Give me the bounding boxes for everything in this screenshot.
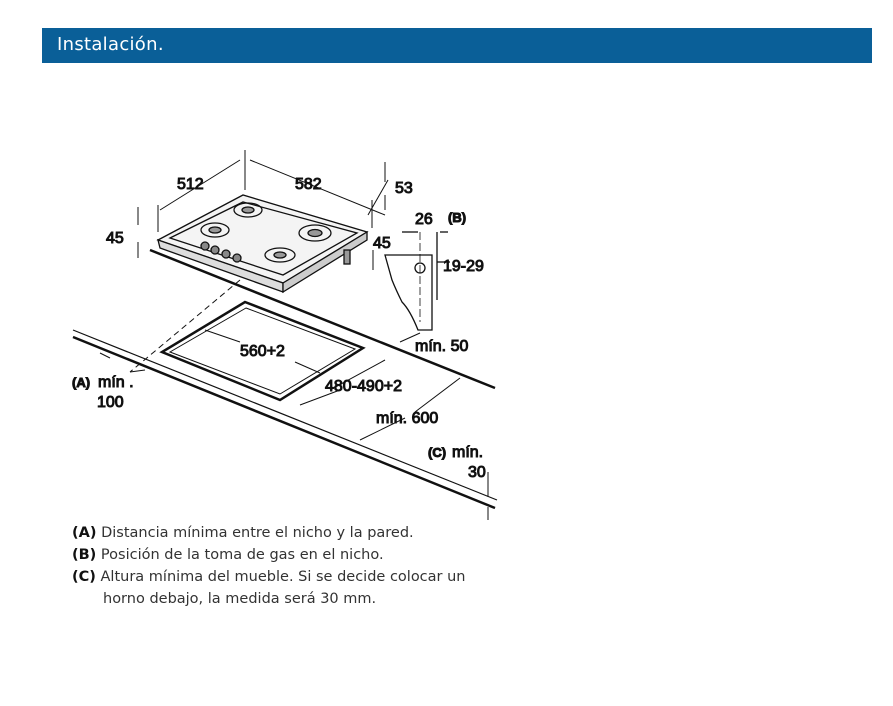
dim-45-left: 45 xyxy=(106,230,124,247)
caption-b: (B) Posición de la toma de gas en el nic… xyxy=(72,544,384,566)
dim-min-50: mín. 50 xyxy=(415,338,468,355)
caption-key: (C) xyxy=(72,569,96,585)
gas-connection-detail xyxy=(384,231,450,331)
countertop xyxy=(72,248,498,510)
dim-480-490: 480-490+2 xyxy=(325,378,402,395)
caption-text: Altura mínima del mueble. Si se decide c… xyxy=(100,569,466,585)
label-b: (B) xyxy=(448,210,466,225)
dim-a-100: 100 xyxy=(97,394,124,411)
caption-text-cont: horno debajo, la medida será 30 mm. xyxy=(103,591,377,607)
dim-min-600: mín. 600 xyxy=(376,410,438,427)
label-c: (C) xyxy=(428,445,446,460)
dim-a-min: mín . xyxy=(98,374,134,391)
dim-45-right: 45 xyxy=(373,235,391,252)
cutout xyxy=(129,279,366,402)
caption-text: Posición de la toma de gas en el nicho. xyxy=(100,547,384,563)
dim-c-min: mín. xyxy=(452,444,483,461)
section-header: Instalación. xyxy=(42,28,872,63)
caption-c: (C) Altura mínima del mueble. Si se deci… xyxy=(72,566,466,610)
dim-19-29: 19-29 xyxy=(443,258,484,275)
label-a: (A) xyxy=(72,375,90,390)
dim-582: 582 xyxy=(295,176,322,193)
dim-26: 26 xyxy=(415,211,433,228)
section-title: Instalación. xyxy=(57,34,164,55)
dim-c-30: 30 xyxy=(468,464,486,481)
caption-a: (A) Distancia mínima entre el nicho y la… xyxy=(72,522,414,544)
dimension-lines xyxy=(99,150,489,520)
caption-text: Distancia mínima entre el nicho y la par… xyxy=(101,525,414,541)
dim-512: 512 xyxy=(177,176,204,193)
dim-560: 560+2 xyxy=(240,343,285,360)
dim-53: 53 xyxy=(395,180,413,197)
caption-key: (A) xyxy=(72,525,97,541)
caption-key: (B) xyxy=(72,547,97,563)
gas-hob xyxy=(156,194,369,294)
